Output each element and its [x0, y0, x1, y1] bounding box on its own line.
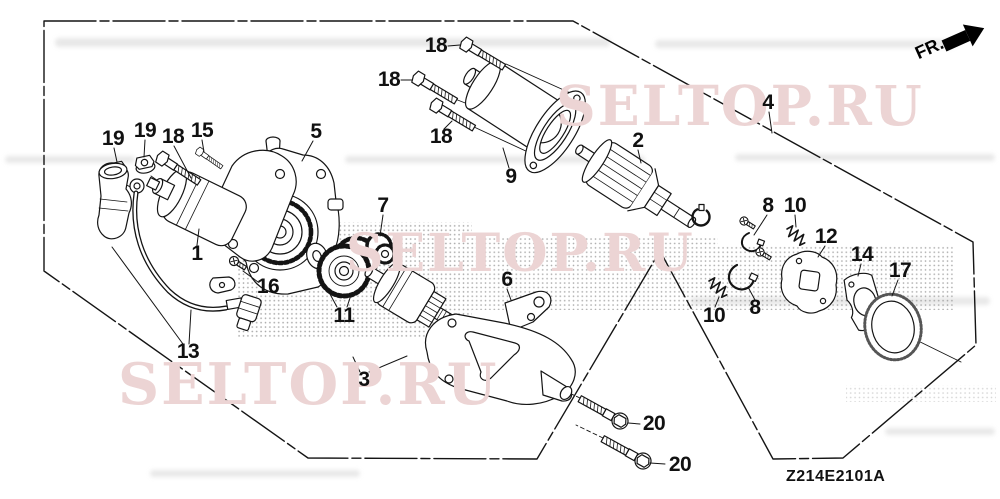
callout-20-25: 20	[642, 412, 666, 435]
scan-noise	[345, 156, 645, 163]
callout-20-26: 20	[668, 453, 692, 476]
cable-clamp	[209, 276, 236, 294]
callout-9-8: 9	[505, 165, 517, 188]
brush-tab-upper	[756, 238, 766, 247]
callout-leader-lines	[111, 44, 899, 465]
part-end-frame-12	[780, 250, 838, 314]
callout-2-9: 2	[632, 129, 644, 152]
callout-6-17: 6	[501, 268, 513, 291]
callout-18-7: 18	[429, 125, 453, 148]
scan-noise	[55, 38, 610, 47]
scan-noise	[735, 154, 995, 161]
scan-noise	[5, 156, 135, 163]
part-cable-13	[97, 162, 244, 312]
callout-16-19: 16	[256, 275, 280, 298]
callout-1-18: 1	[191, 242, 203, 265]
callout-17-15: 17	[888, 259, 912, 282]
part-front-cover-6	[425, 290, 576, 406]
armature-snap-ring	[691, 203, 711, 227]
callout-10-12: 10	[783, 194, 807, 217]
callout-8-24: 8	[749, 296, 761, 319]
callout-12-13: 12	[814, 225, 838, 248]
part-seal-ring-17	[863, 292, 923, 362]
callout-11-20: 11	[333, 304, 355, 327]
scan-noise	[655, 40, 955, 48]
callout-18-5: 18	[424, 34, 448, 57]
callout-3-22: 3	[358, 368, 370, 391]
diagram-part-code: Z214E2101A	[786, 468, 886, 485]
part-armature-2	[575, 139, 697, 229]
callout-19-0: 19	[101, 127, 125, 150]
callout-10-23: 10	[702, 304, 726, 327]
part-starter-drive-3	[364, 261, 469, 333]
part-motor-housing-9	[463, 60, 586, 174]
fr-direction-arrow	[941, 24, 985, 52]
part-idle-gear-7	[365, 232, 396, 265]
brush-clip-8-lower	[727, 263, 756, 291]
scan-noise	[150, 470, 360, 477]
callout-7-16: 7	[377, 194, 389, 217]
callout-15-3: 15	[190, 119, 214, 142]
watermark-seltop-2: SELTOP.RU	[346, 223, 695, 284]
callout-18-2: 18	[161, 125, 185, 148]
part-solenoid-1	[146, 149, 297, 262]
callout-4-10: 4	[762, 91, 774, 114]
callout-13-21: 13	[176, 340, 200, 363]
callout-8-11: 8	[762, 194, 774, 217]
terminal-plug	[236, 294, 262, 332]
callout-19-1: 19	[133, 119, 157, 142]
callout-14-14: 14	[850, 243, 874, 266]
callout-18-6: 18	[377, 68, 401, 91]
callout-5-4: 5	[310, 120, 322, 143]
brush-tab-lower	[748, 272, 759, 283]
watermark-seltop-3: SELTOP.RU	[118, 351, 499, 418]
scan-noise	[885, 428, 995, 435]
watermark-seltop-1: SELTOP.RU	[556, 73, 924, 138]
assembly-envelope-border	[43, 20, 977, 460]
